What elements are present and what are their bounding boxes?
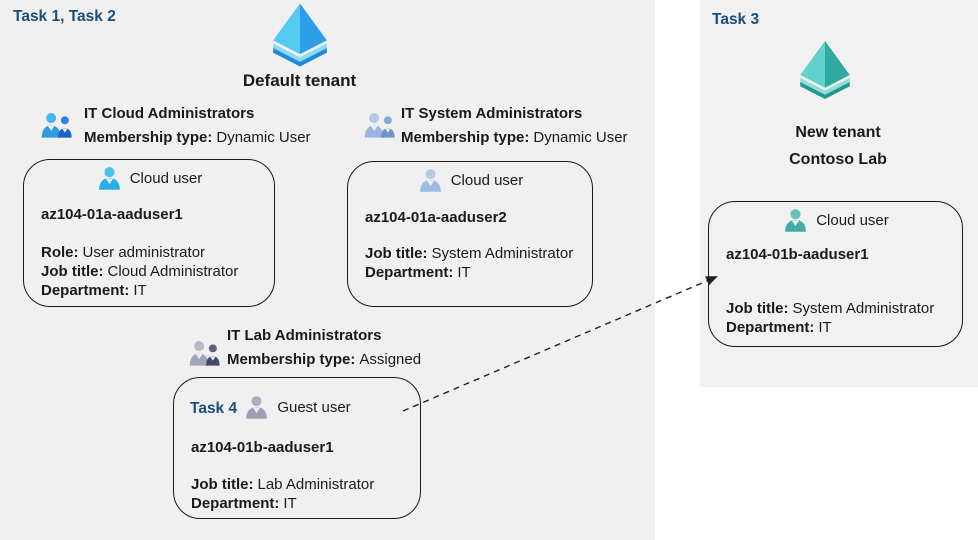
jobtitle-value: System Administrator bbox=[792, 300, 935, 317]
user-card-header: Guest user bbox=[174, 394, 420, 421]
user-name: az104-01b-aaduser1 bbox=[726, 246, 869, 263]
user-department-row: Department:IT bbox=[365, 263, 573, 282]
membership-type-label: Membership type: bbox=[227, 351, 356, 368]
default-tenant-region bbox=[0, 0, 655, 540]
cloud-user-icon bbox=[419, 169, 441, 192]
department-value: IT bbox=[133, 282, 147, 299]
user-jobtitle-row: Job title:System Administrator bbox=[726, 299, 934, 318]
user-role-row: Role:User administrator bbox=[41, 243, 238, 262]
department-value: IT bbox=[457, 264, 471, 281]
task-3-label: Task 3 bbox=[712, 11, 760, 28]
group-membership-system-admins: Membership type:Dynamic User bbox=[401, 129, 628, 146]
default-tenant-label: Default tenant bbox=[242, 71, 357, 90]
group-title-system-admins: IT System Administrators bbox=[401, 105, 583, 122]
department-label: Department: bbox=[41, 282, 130, 299]
user-card-aaduser2: Cloud user az104-01a-aaduser2 Job title:… bbox=[347, 161, 593, 307]
membership-type-label: Membership type: bbox=[401, 129, 530, 146]
user-jobtitle-row: Job title:Lab Administrator bbox=[191, 475, 374, 494]
jobtitle-value: System Administrator bbox=[431, 245, 574, 262]
new-tenant-name: Contoso Lab bbox=[789, 151, 887, 168]
department-label: Department: bbox=[191, 495, 280, 512]
new-tenant-title: New tenant bbox=[795, 124, 881, 141]
user-name: az104-01b-aaduser1 bbox=[191, 439, 334, 456]
group-title-cloud-admins: IT Cloud Administrators bbox=[84, 105, 255, 122]
membership-type-value: Assigned bbox=[359, 351, 422, 368]
user-card-guest-aaduser1: Task 4 Guest user az104-01b-aaduser1 Job… bbox=[173, 377, 421, 519]
user-jobtitle-row: Job title:System Administrator bbox=[365, 244, 573, 263]
group-icon-system-admins bbox=[364, 113, 395, 138]
user-card-aaduser1: Cloud user az104-01a-aaduser1 Role:User … bbox=[23, 159, 275, 307]
cloud-user-icon bbox=[785, 209, 807, 232]
role-label: Role: bbox=[41, 244, 79, 261]
department-value: IT bbox=[283, 495, 297, 512]
user-card-header: Cloud user bbox=[24, 165, 274, 192]
user-details: Job title:Lab Administrator Department:I… bbox=[191, 475, 374, 513]
user-card-newtenant-aaduser1: Cloud user az104-01b-aaduser1 Job title:… bbox=[708, 201, 963, 347]
user-jobtitle-row: Job title:Cloud Administrator bbox=[41, 262, 238, 281]
jobtitle-value: Lab Administrator bbox=[257, 476, 375, 493]
department-value: IT bbox=[818, 319, 832, 336]
jobtitle-label: Job title: bbox=[191, 476, 254, 493]
jobtitle-value: Cloud Administrator bbox=[107, 263, 239, 280]
user-card-header: Cloud user bbox=[709, 207, 962, 234]
membership-type-value: Dynamic User bbox=[216, 129, 311, 146]
group-membership-lab-admins: Membership type:Assigned bbox=[227, 351, 421, 368]
group-title-lab-admins: IT Lab Administrators bbox=[227, 327, 382, 344]
task-1-2-label: Task 1, Task 2 bbox=[13, 8, 116, 25]
user-details: Job title:System Administrator Departmen… bbox=[726, 299, 934, 337]
group-icon-cloud-admins bbox=[41, 113, 72, 138]
group-membership-cloud-admins: Membership type:Dynamic User bbox=[84, 129, 311, 146]
user-kind-label: Cloud user bbox=[129, 170, 203, 187]
user-department-row: Department:IT bbox=[191, 494, 374, 513]
azure-ad-new-tenant-icon bbox=[800, 40, 850, 100]
department-label: Department: bbox=[365, 264, 454, 281]
membership-type-value: Dynamic User bbox=[533, 129, 628, 146]
user-details: Role:User administrator Job title:Cloud … bbox=[41, 243, 238, 300]
azure-ad-tenant-icon bbox=[273, 3, 327, 67]
jobtitle-label: Job title: bbox=[726, 300, 789, 317]
user-department-row: Department:IT bbox=[41, 281, 238, 300]
user-name: az104-01a-aaduser1 bbox=[41, 206, 183, 223]
guest-user-icon bbox=[246, 396, 268, 419]
role-value: User administrator bbox=[82, 244, 206, 261]
user-kind-label: Cloud user bbox=[816, 212, 889, 229]
department-label: Department: bbox=[726, 319, 815, 336]
user-details: Job title:System Administrator Departmen… bbox=[365, 244, 573, 282]
user-department-row: Department:IT bbox=[726, 318, 934, 337]
cloud-user-icon bbox=[98, 167, 120, 190]
group-icon-lab-admins bbox=[189, 341, 220, 366]
task-4-label: Task 4 bbox=[190, 400, 238, 417]
membership-type-label: Membership type: bbox=[84, 129, 213, 146]
user-kind-label: Cloud user bbox=[450, 172, 524, 189]
user-name: az104-01a-aaduser2 bbox=[365, 209, 507, 226]
jobtitle-label: Job title: bbox=[41, 263, 104, 280]
user-kind-label: Guest user bbox=[277, 399, 351, 416]
user-card-header: Cloud user bbox=[348, 167, 592, 194]
jobtitle-label: Job title: bbox=[365, 245, 428, 262]
